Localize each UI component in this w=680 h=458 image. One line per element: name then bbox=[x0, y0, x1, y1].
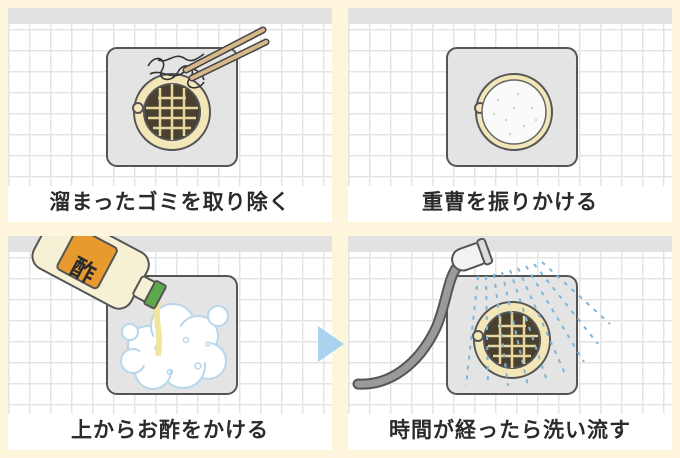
baking-soda-icon bbox=[474, 73, 553, 151]
step-1-caption: 溜まったゴミを取り除く bbox=[49, 190, 291, 214]
next-arrow-icon bbox=[318, 326, 344, 362]
shower-head-icon bbox=[352, 237, 494, 390]
water-spray-icon bbox=[465, 261, 611, 387]
step-2-caption: 重曹を振りかける bbox=[422, 190, 598, 214]
step-4-panel: 時間が経ったら洗い流す bbox=[348, 236, 672, 450]
drain-basket-icon bbox=[132, 73, 211, 151]
drain-basket-icon bbox=[472, 301, 551, 379]
vinegar-bottle-icon bbox=[31, 236, 167, 310]
step-3-panel: 酢 上からお酢をかける bbox=[8, 236, 332, 450]
chopsticks-icon bbox=[182, 26, 270, 82]
step-4-caption: 時間が経ったら洗い流す bbox=[389, 418, 631, 442]
step-1-panel: 溜まったゴミを取り除く bbox=[8, 8, 332, 222]
foam-icon bbox=[120, 303, 229, 390]
vinegar-stream bbox=[153, 301, 163, 357]
step-3-caption: 上からお酢をかける bbox=[71, 418, 269, 442]
step-2-panel: 重曹を振りかける bbox=[348, 8, 672, 222]
